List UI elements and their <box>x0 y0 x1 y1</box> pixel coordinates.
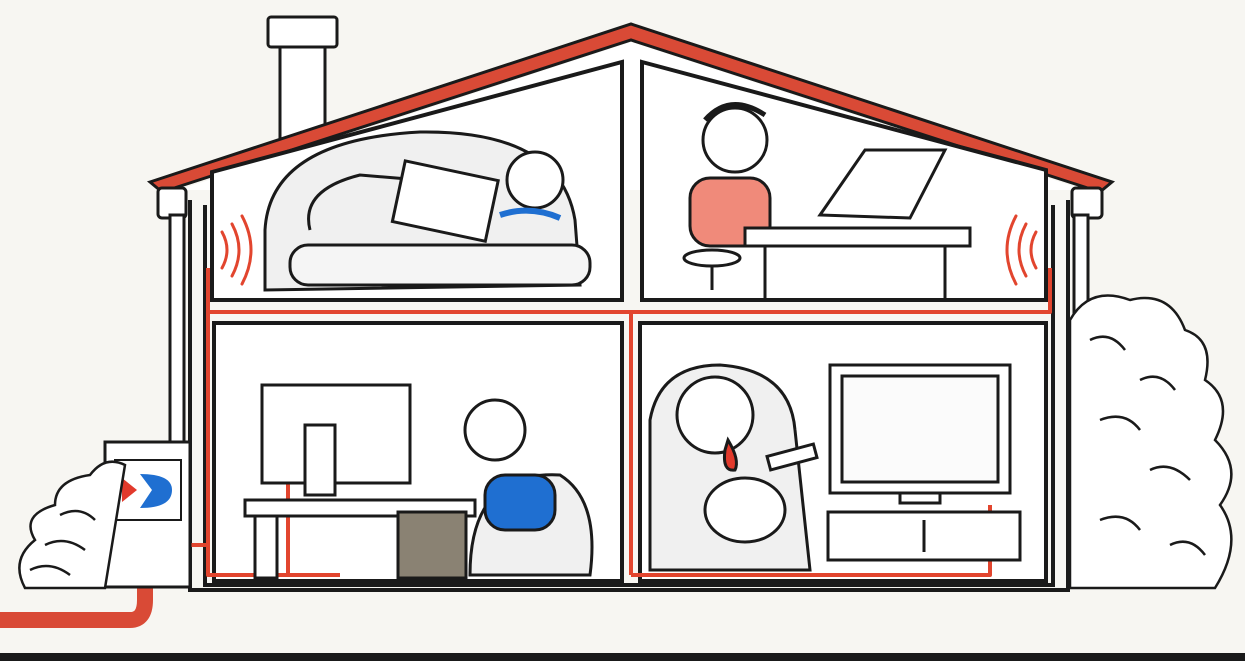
ground-line <box>0 653 1245 661</box>
dog-head <box>677 377 753 453</box>
man-head <box>703 108 767 172</box>
girl-head <box>507 152 563 208</box>
girl-on-sofa <box>265 132 590 290</box>
tv-set <box>828 365 1020 560</box>
boy-head <box>465 400 525 460</box>
speaker <box>398 512 466 578</box>
